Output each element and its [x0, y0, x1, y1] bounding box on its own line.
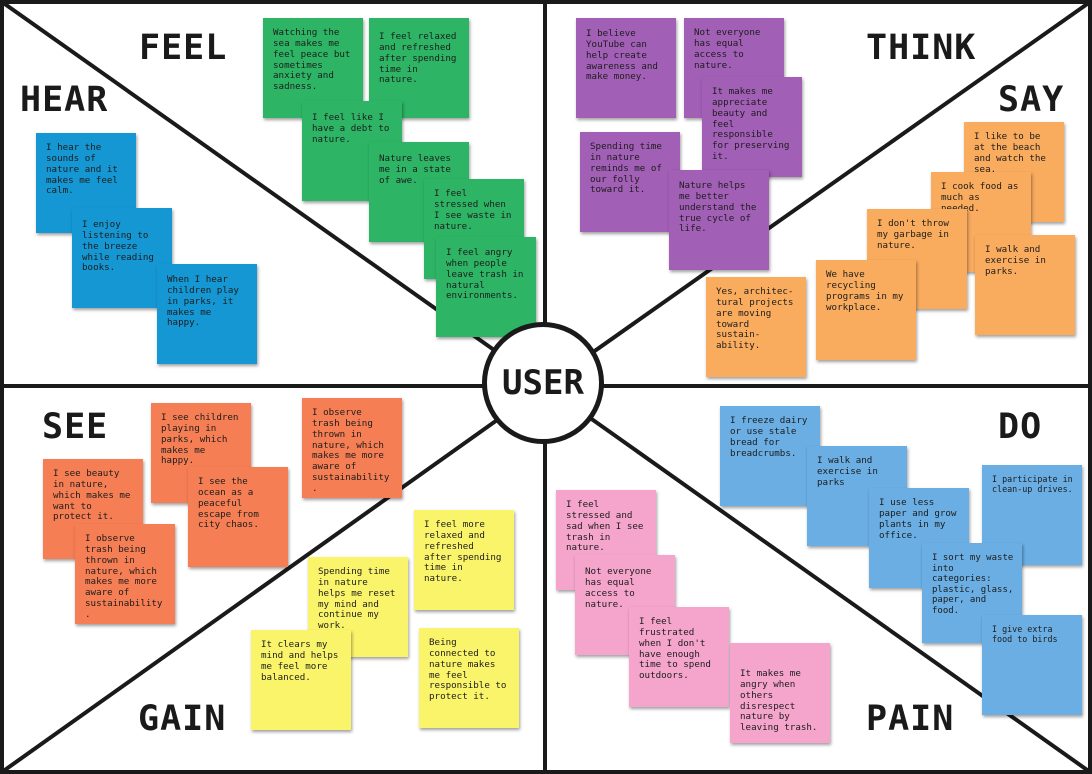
diagonal-bottom-left — [0, 384, 547, 774]
sticky-note-say-5[interactable]: We have recycling programs in my workpla… — [816, 260, 916, 360]
sticky-note-pain-3[interactable]: I feel frustrated when I don't have enou… — [629, 607, 729, 707]
sticky-note-see-5[interactable]: I observe trash being thrown in nature, … — [75, 524, 175, 624]
sticky-note-think-2[interactable]: Not everyone has equal access to nature. — [684, 18, 784, 118]
label-pain: PAIN — [866, 699, 955, 739]
sticky-note-do-3[interactable]: I use less paper and grow plants in my o… — [869, 488, 969, 588]
label-say: SAY — [998, 80, 1065, 120]
sticky-note-hear-3[interactable]: When I hear children play in parks, it m… — [157, 264, 257, 364]
user-label: USER — [502, 363, 584, 403]
sticky-note-do-1[interactable]: I freeze dairy or use stale bread for br… — [720, 406, 820, 506]
user-circle: USER — [482, 322, 604, 444]
sticky-note-say-6[interactable]: Yes, architec-tural projects are moving … — [706, 277, 806, 377]
sticky-note-think-1[interactable]: I believe YouTube can help create awaren… — [576, 18, 676, 118]
label-gain: GAIN — [138, 699, 227, 739]
diagonal-top-right — [543, 0, 1092, 388]
sticky-note-see-2[interactable]: I observe trash being thrown in nature, … — [302, 398, 402, 498]
sticky-note-feel-6[interactable]: I feel angry when people leave trash in … — [436, 237, 536, 337]
sticky-note-see-4[interactable]: I see the ocean as a peaceful escape fro… — [188, 467, 288, 567]
label-feel: FEEL — [139, 28, 228, 68]
sticky-note-hear-2[interactable]: I enjoy listening to the breeze while re… — [72, 208, 172, 308]
sticky-note-do-6[interactable]: I give extra food to birds — [982, 615, 1082, 715]
sticky-note-pain-4[interactable]: It makes me angry when others disrespect… — [730, 643, 830, 743]
sticky-note-gain-4[interactable]: Being connected to nature makes me feel … — [419, 628, 519, 728]
sticky-note-think-4[interactable]: Spending time in nature reminds me of ou… — [580, 132, 680, 232]
label-hear: HEAR — [20, 80, 109, 120]
sticky-note-gain-1[interactable]: I feel more relaxed and refreshed after … — [414, 510, 514, 610]
sticky-note-say-4[interactable]: I walk and exercise in parks. — [975, 235, 1075, 335]
label-think: THINK — [866, 28, 977, 68]
sticky-note-gain-3[interactable]: It clears my mind and helps me feel more… — [251, 630, 351, 730]
sticky-note-do-4[interactable]: I participate in clean-up drives. — [982, 465, 1082, 565]
sticky-note-think-5[interactable]: Nature helps me better understand the tr… — [669, 170, 769, 270]
label-see: SEE — [42, 407, 109, 447]
sticky-note-think-3[interactable]: It makes me appreciate beauty and feel r… — [702, 77, 802, 177]
label-do: DO — [998, 407, 1043, 447]
